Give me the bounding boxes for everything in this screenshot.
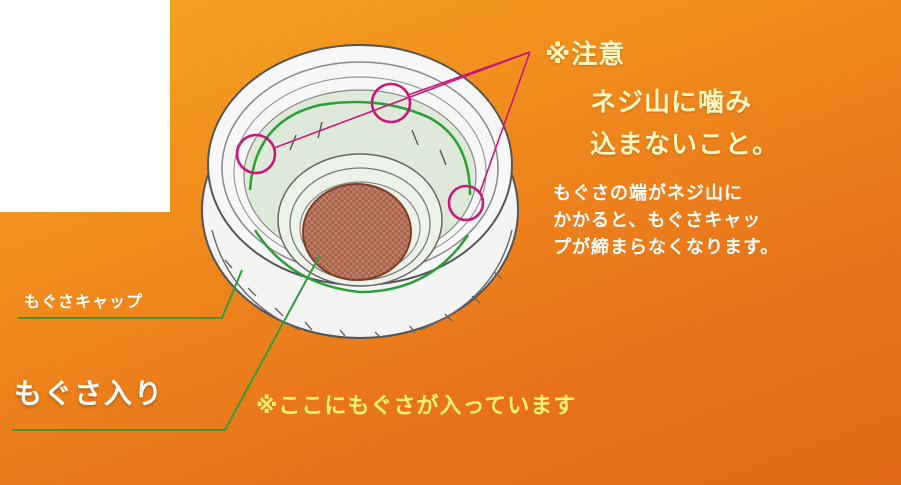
caution-leaders [273, 51, 531, 193]
explanation-line-2: かかると、もぐさキャッ [553, 210, 762, 231]
highlight-circle-top [370, 82, 412, 124]
moxa-inside-note: ※ここにもぐさが入っています [256, 394, 577, 419]
caution-heading: ※注意 [545, 40, 626, 70]
caution-explanation: もぐさの端がネジ山に かかると、もぐさキャッ プが締まらなくなります。 [553, 180, 779, 261]
label-leaders [12, 254, 321, 431]
moxa-disc [302, 183, 412, 281]
highlight-circle-left [235, 133, 277, 175]
caution-highlights [235, 82, 485, 222]
caution-line-1: ネジ山に噛み [590, 88, 753, 118]
explanation-line-1: もぐさの端がネジ山に [553, 183, 743, 204]
moxa-cap-label: もぐさキャップ [24, 292, 144, 311]
cap-leader [18, 269, 243, 319]
explanation-line-3: プが締まらなくなります。 [553, 237, 780, 258]
moxa-included-label: もぐさ入り [14, 377, 165, 410]
highlight-circle-right [447, 184, 485, 222]
caution-line-2: 込まないこと。 [590, 130, 780, 160]
white-corner-panel [0, 0, 170, 212]
moxa-leader [12, 254, 321, 431]
